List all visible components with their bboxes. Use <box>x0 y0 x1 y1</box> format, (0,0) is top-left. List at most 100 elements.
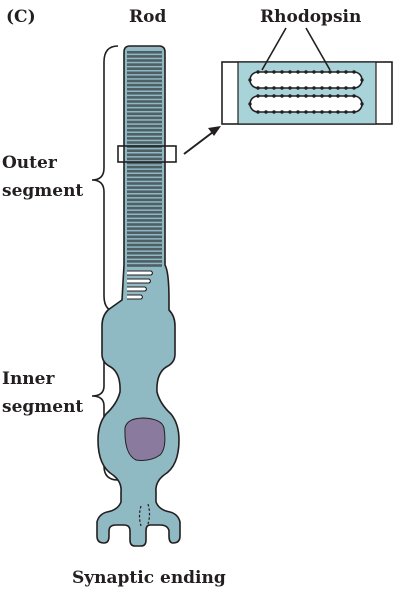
membrane-disc <box>127 231 162 234</box>
rhodopsin-dot <box>360 78 364 82</box>
rhodopsin-pointer <box>305 27 331 71</box>
disc-stack <box>127 51 162 300</box>
inset-disc-membrane <box>249 95 363 113</box>
rhodopsin-dot <box>304 70 308 74</box>
membrane-disc <box>127 116 162 120</box>
membrane-disc <box>127 198 162 202</box>
membrane-disc <box>127 174 162 177</box>
inner-label-line1: Inner <box>2 369 55 389</box>
rhodopsin-dot <box>344 70 348 74</box>
rhodopsin-dot <box>312 94 316 98</box>
rhodopsin-dot <box>344 110 348 114</box>
membrane-disc <box>127 96 162 99</box>
open-disc <box>127 278 152 284</box>
membrane-disc <box>127 264 162 267</box>
open-disc <box>127 294 144 300</box>
membrane-disc <box>127 202 162 206</box>
membrane-disc <box>127 182 162 185</box>
rhodopsin-dot <box>256 110 260 114</box>
membrane-disc <box>127 210 162 214</box>
rhodopsin-dot <box>320 86 324 90</box>
rhodopsin-dot <box>272 94 276 98</box>
membrane-disc <box>127 165 162 169</box>
rhodopsin-dot <box>304 86 308 90</box>
rhodopsin-dot <box>304 94 308 98</box>
synaptic-ending-label: Synaptic ending <box>72 568 226 588</box>
rhodopsin-label: Rhodopsin <box>260 7 361 27</box>
rhodopsin-dot <box>296 86 300 90</box>
rhodopsin-dot <box>344 94 348 98</box>
rhodopsin-dot <box>304 110 308 114</box>
membrane-disc <box>127 239 162 243</box>
membrane-disc <box>127 79 162 83</box>
rhodopsin-dot <box>256 86 260 90</box>
membrane-disc <box>127 169 162 173</box>
rhodopsin-dot <box>352 70 356 74</box>
nucleus <box>124 417 166 461</box>
membrane-disc <box>127 178 162 181</box>
rhodopsin-dot <box>280 70 284 74</box>
membrane-disc <box>127 190 162 193</box>
rhodopsin-dot <box>336 86 340 90</box>
membrane-disc <box>127 75 162 79</box>
rhodopsin-molecules <box>248 70 364 114</box>
rhodopsin-dot <box>288 110 292 114</box>
membrane-disc <box>127 104 162 107</box>
membrane-disc <box>127 227 162 230</box>
rhodopsin-dot <box>296 70 300 74</box>
rhodopsin-dot <box>352 110 356 114</box>
membrane-disc <box>127 120 162 124</box>
rhodopsin-dot <box>336 94 340 98</box>
rhodopsin-dot <box>288 70 292 74</box>
membrane-disc <box>127 260 162 263</box>
rhodopsin-dot <box>264 70 268 74</box>
rhodopsin-dot <box>320 94 324 98</box>
rhodopsin-dot <box>320 70 324 74</box>
rhodopsin-dot <box>264 110 268 114</box>
membrane-disc <box>127 157 162 161</box>
inner-label-line2: segment <box>2 397 83 417</box>
membrane-disc <box>127 149 162 152</box>
rhodopsin-dot <box>272 110 276 114</box>
rhodopsin-dot <box>336 110 340 114</box>
membrane-disc <box>127 71 162 75</box>
outer-label-line2: segment <box>2 181 83 201</box>
rhodopsin-dot <box>264 86 268 90</box>
membrane-disc <box>127 194 162 198</box>
outer-segment-brace <box>91 45 119 313</box>
rhodopsin-dot <box>336 70 340 74</box>
membrane-disc <box>127 83 162 87</box>
membrane-disc <box>127 247 162 251</box>
membrane-disc <box>127 92 162 95</box>
membrane-disc <box>127 219 162 222</box>
membrane-disc <box>127 100 162 103</box>
rhodopsin-dot <box>248 78 252 82</box>
membrane-disc <box>127 141 162 144</box>
rhodopsin-dot <box>248 102 252 106</box>
membrane-disc <box>127 87 162 91</box>
rhodopsin-dot <box>256 70 260 74</box>
rhodopsin-dot <box>256 94 260 98</box>
rhodopsin-dot <box>296 94 300 98</box>
rhodopsin-dot <box>280 86 284 90</box>
rhodopsin-dot <box>312 110 316 114</box>
membrane-disc <box>127 137 162 140</box>
magnified-region-box <box>117 145 177 163</box>
membrane-disc <box>127 67 162 70</box>
membrane-disc <box>127 63 162 66</box>
membrane-disc <box>127 206 162 210</box>
rhodopsin-dot <box>312 70 316 74</box>
rhodopsin-dot <box>352 86 356 90</box>
rhodopsin-dot <box>288 86 292 90</box>
outer-label-line1: Outer <box>2 153 58 173</box>
rhodopsin-pointer <box>261 27 287 71</box>
membrane-disc <box>127 133 162 136</box>
membrane-disc <box>127 256 162 259</box>
pointer-arrow-head <box>208 126 221 136</box>
rhodopsin-dot <box>272 70 276 74</box>
rhodopsin-dot <box>328 94 332 98</box>
membrane-disc <box>127 251 162 255</box>
membrane-disc <box>127 124 162 128</box>
membrane-disc <box>127 215 162 218</box>
rod-label: Rod <box>129 7 166 27</box>
